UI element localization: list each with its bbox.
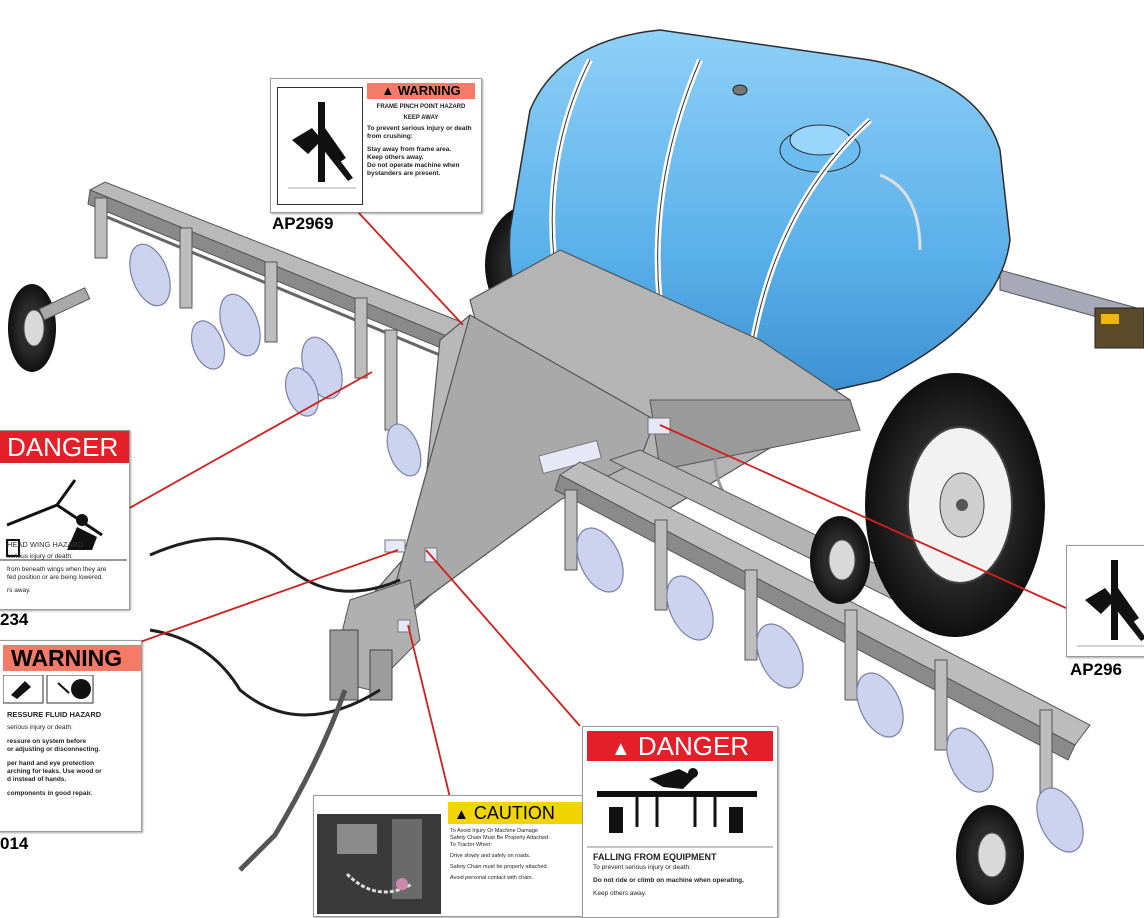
hazard-title: FALLING FROM EQUIPMENT: [593, 852, 717, 862]
bullet-3: Do not operate machine when bystanders a…: [367, 162, 460, 177]
alert-triangle-icon: ▲: [454, 806, 469, 823]
line-4: per hand and eye protection: [7, 760, 95, 767]
gauge-wheel-left: [8, 284, 91, 372]
line-2: from beneath wings when they are: [7, 566, 107, 573]
bullet-1: Do not ride or climb on machine when ope…: [593, 877, 744, 884]
intro-text: To prevent serious injury or death:: [593, 864, 691, 871]
danger-header: DANGER: [0, 431, 129, 463]
line-3: or adjusting or disconnecting.: [7, 746, 101, 753]
bullet-1: Drive slowly and safely on roads.: [450, 853, 531, 859]
hitch-tongue: [999, 269, 1144, 349]
line-3: fed position or are being lowered.: [7, 574, 104, 581]
text-3: To Tractor When:: [450, 842, 492, 848]
wing-crush-pictogram: [0, 479, 127, 561]
fluid-hazard-pictograms: [3, 675, 94, 704]
danger-label-wing: DANGER HEAD WING HAZARD serious injury o…: [0, 430, 130, 610]
warning-label-frame-pinch: ▲ WARNING FRAME PINCH POINT HAZARD KEEP …: [270, 78, 482, 213]
warning-label-fluid: WARNING RESSURE FLUID HAZARD serious inj…: [0, 640, 142, 832]
main-frame: [329, 249, 861, 701]
danger-header-text: DANGER: [637, 731, 750, 761]
danger-label-falling: ▲ DANGER FALLING FROM EQUIPMENT To preve…: [582, 726, 778, 918]
hand-pinch-icon: [1077, 560, 1144, 647]
bullet-2: Keep others away.: [367, 154, 424, 161]
part-number-ap2969: AP2969: [272, 214, 334, 233]
line-6: d instead of hands.: [7, 776, 67, 783]
pinch-point-pictogram: [277, 87, 363, 205]
bullet-2: Keep others away.: [593, 890, 647, 897]
leader-lines: [125, 211, 1067, 819]
hand-pinch-icon: [288, 102, 356, 189]
gauge-wheel-right-outer: [956, 805, 1024, 905]
alert-triangle-icon: ▲: [610, 738, 631, 760]
part-number-234: 234: [0, 610, 29, 629]
line-1: serious injury or death:: [7, 724, 73, 731]
main-tire-right: [865, 373, 1045, 637]
danger-header: ▲ DANGER: [587, 731, 773, 761]
danger-header-text: DANGER: [7, 432, 119, 462]
part-number-ap296: AP296: [1070, 660, 1122, 679]
warning-header: ▲ WARNING: [367, 83, 475, 99]
bullet-2: Safety Chain must be properly attached.: [450, 864, 549, 870]
hydraulic-hoses: [149, 419, 761, 872]
warning-label-right-partial: [1066, 545, 1144, 657]
caution-label-safety-chain: ▲ CAUTION To Avoid Injury Or Machine Dam…: [313, 795, 583, 917]
warning-header-text: WARNING: [11, 645, 123, 671]
text-2: Safety Chain Must Be Properly Attached: [450, 835, 549, 841]
bullet-1: Stay away from frame area.: [367, 146, 452, 153]
text-1: To Avoid Injury Or Machine Damage: [450, 828, 538, 834]
caution-header-text: CAUTION: [473, 803, 555, 823]
line-5: arching for leaks. Use wood or: [7, 768, 102, 775]
line-4: rs away.: [7, 587, 31, 594]
disc-blades-right: [576, 527, 1084, 866]
intro-text: To prevent serious injury or death from …: [367, 125, 472, 140]
disc-blades-left: [129, 243, 422, 477]
line-2: ressure on system before: [7, 738, 87, 745]
hazard-title: HEAD WING HAZARD: [7, 540, 84, 549]
hitch-photo: [317, 814, 441, 914]
bullet-3: Avoid personal contact with chain.: [450, 875, 534, 881]
alert-triangle-icon: ▲: [381, 83, 395, 98]
warning-header-text: WARNING: [397, 83, 461, 98]
caution-header: ▲ CAUTION: [448, 802, 582, 824]
part-number-014: 014: [0, 834, 29, 853]
warning-header: WARNING: [3, 645, 141, 671]
left-wing-boom: [8, 181, 521, 477]
safety-chain-photo: [317, 814, 441, 914]
line-1: serious injury or death:: [7, 553, 73, 560]
hazard-title: RESSURE FLUID HAZARD: [7, 710, 102, 719]
gauge-wheel-right-inner: [810, 516, 870, 604]
keep-away-text: KEEP AWAY: [403, 115, 439, 121]
hazard-title: FRAME PINCH POINT HAZARD: [376, 104, 466, 110]
right-wing-boom: [554, 449, 1091, 905]
falling-person-pictogram: [587, 768, 773, 848]
line-7: components in good repair.: [7, 790, 93, 797]
